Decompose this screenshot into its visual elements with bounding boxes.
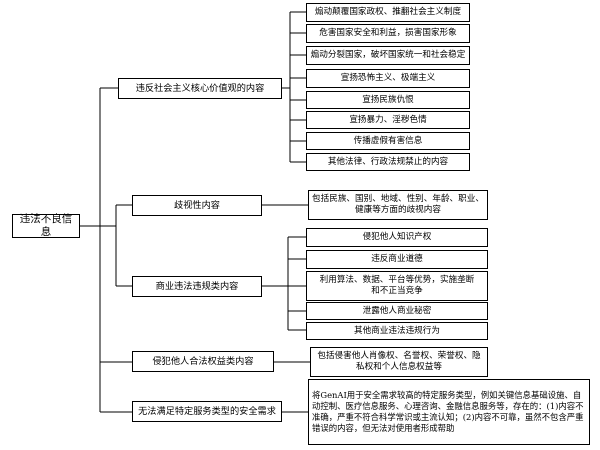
leaf-label: 侵犯他人知识产权 — [362, 232, 432, 243]
leaf-commercial-2: 违反商业道德 — [306, 250, 488, 269]
leaf-commercial-4: 泄露他人商业秘密 — [306, 302, 488, 320]
leaf-label: 传播虚假有害信息 — [353, 135, 423, 146]
branch-commercial: 商业违法违规类内容 — [132, 276, 262, 297]
leaf-label: 危害国家安全和利益，损害国家形象 — [319, 28, 457, 39]
branch-core-values: 违反社会主义核心价值观的内容 — [118, 78, 282, 99]
leaf-rights-1: 包括侵害他人肖像权、名誉权、荣誉权、隐私权和个人信息权益等 — [310, 347, 488, 377]
leaf-core-values-1: 煽动颠覆国家政权、推翻社会主义制度 — [306, 3, 470, 22]
leaf-label: 利用算法、数据、平台等优势，实施垄断和不正当竞争 — [319, 275, 475, 296]
branch-security-needs: 无法满足特定服务类型的安全需求 — [132, 401, 282, 422]
leaf-label: 宣扬恐怖主义、极端主义 — [340, 73, 436, 84]
branch-rights: 侵犯他人合法权益类内容 — [132, 351, 274, 372]
leaf-core-values-3: 煽动分裂国家，破坏国家统一和社会稳定 — [306, 46, 470, 65]
branch-label: 商业违法违规类内容 — [155, 280, 239, 292]
root-label: 违法不良信息 — [19, 212, 73, 238]
branch-label: 无法满足特定服务类型的安全需求 — [138, 405, 276, 417]
branch-label: 违反社会主义核心价值观的内容 — [135, 82, 265, 94]
leaf-core-values-6: 宣扬暴力、淫秽色情 — [306, 111, 470, 129]
leaf-label: 其他商业违法违规行为 — [354, 325, 440, 336]
leaf-label: 将GenAI用于安全需求较高的特定服务类型，例如关键信息基础设施、自动控制、医疗… — [312, 390, 584, 433]
leaf-label: 煽动颠覆国家政权、推翻社会主义制度 — [314, 7, 462, 18]
leaf-core-values-2: 危害国家安全和利益，损害国家形象 — [306, 24, 470, 43]
leaf-core-values-8: 其他法律、行政法规禁止的内容 — [306, 153, 470, 171]
leaf-label: 泄露他人商业秘密 — [362, 305, 432, 316]
leaf-label: 包括侵害他人肖像权、名誉权、荣誉权、隐私权和个人信息权益等 — [317, 351, 481, 372]
leaf-core-values-5: 宣扬民族仇恨 — [306, 91, 470, 109]
leaf-label: 煽动分裂国家，破坏国家统一和社会稳定 — [310, 50, 466, 61]
leaf-commercial-1: 侵犯他人知识产权 — [306, 228, 488, 247]
leaf-security-needs-1: 将GenAI用于安全需求较高的特定服务类型，例如关键信息基础设施、自动控制、医疗… — [308, 379, 590, 445]
leaf-core-values-7: 传播虚假有害信息 — [306, 132, 470, 150]
leaf-commercial-3: 利用算法、数据、平台等优势，实施垄断和不正当竞争 — [306, 271, 488, 301]
leaf-label: 包括民族、国别、地域、性别、年龄、职业、健康等方面的歧视内容 — [312, 194, 484, 215]
leaf-label: 其他法律、行政法规禁止的内容 — [327, 156, 449, 167]
root-node: 违法不良信息 — [12, 212, 80, 238]
leaf-label: 违反商业道德 — [371, 254, 423, 265]
leaf-discrimination-1: 包括民族、国别、地域、性别、年龄、职业、健康等方面的歧视内容 — [308, 190, 488, 220]
leaf-label: 宣扬民族仇恨 — [362, 94, 414, 105]
branch-label: 侵犯他人合法权益类内容 — [152, 355, 254, 367]
leaf-core-values-4: 宣扬恐怖主义、极端主义 — [306, 69, 470, 88]
leaf-label: 宣扬暴力、淫秽色情 — [349, 114, 427, 125]
branch-label: 歧视性内容 — [174, 199, 220, 211]
branch-discrimination: 歧视性内容 — [132, 195, 262, 216]
leaf-commercial-5: 其他商业违法违规行为 — [306, 322, 488, 340]
